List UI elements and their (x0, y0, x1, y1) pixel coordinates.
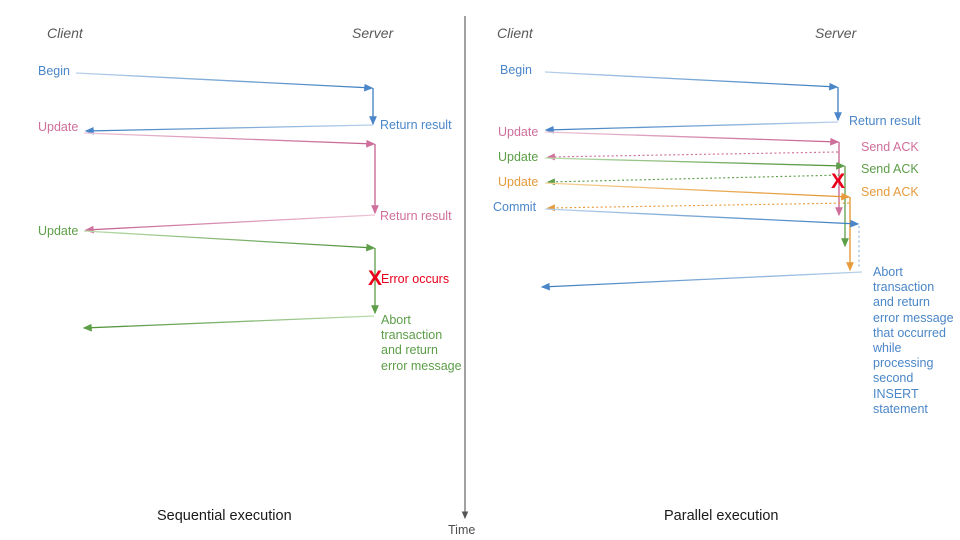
right-msg-ack-2: Send ACK (861, 162, 919, 176)
right-msg-return-result: Return result (849, 114, 921, 128)
right-msg-begin: Begin (500, 63, 532, 77)
right-msg-update-2: Update (498, 150, 539, 164)
right-arrow-begin (544, 71, 839, 91)
right-abort-note: Abort transaction and return error messa… (873, 265, 954, 416)
left-error-label: Error occurs (381, 272, 450, 286)
left-panel-flows (75, 72, 379, 332)
left-msg-return-2: Return result (380, 209, 452, 223)
right-arrow-abort (540, 271, 863, 291)
right-msg-update-1: Update (498, 125, 539, 139)
right-arrow-return (544, 121, 839, 134)
left-msg-update-2: Update (38, 224, 79, 238)
left-arrow-begin (75, 72, 374, 92)
left-abort-note: Abort transaction and return error messa… (381, 313, 462, 373)
right-arrow-update-2 (544, 157, 846, 170)
right-arrow-update-1 (544, 131, 840, 146)
left-msg-return-1: Return result (380, 118, 452, 132)
right-ack-1-dotted (546, 151, 839, 161)
right-msg-update-3: Update (498, 175, 539, 189)
left-msg-begin: Begin (38, 64, 70, 78)
right-actor-client: Client (497, 25, 533, 41)
right-panel-caption: Parallel execution (664, 508, 779, 524)
left-arrow-abort (82, 315, 375, 332)
left-actor-server: Server (352, 25, 394, 41)
left-panel-caption: Sequential execution (157, 508, 292, 524)
left-arrow-return-2 (84, 214, 376, 234)
left-msg-update-1: Update (38, 120, 79, 134)
right-msg-ack-1: Send ACK (861, 140, 919, 154)
left-arrow-update-2 (83, 230, 376, 252)
right-msg-commit: Commit (493, 200, 537, 214)
right-error-x-icon: X (831, 170, 846, 193)
left-error-x-icon: X (368, 267, 383, 290)
time-axis-label: Time (448, 523, 476, 537)
right-msg-ack-3: Send ACK (861, 185, 919, 199)
left-arrow-return-1 (84, 124, 374, 135)
right-arrow-commit (544, 208, 860, 228)
right-actor-server: Server (815, 25, 857, 41)
right-ack-2-dotted (546, 174, 845, 186)
right-arrow-update-3 (544, 182, 851, 201)
left-actor-client: Client (47, 25, 83, 41)
right-ack-3-dotted (546, 202, 850, 212)
left-arrow-update-1 (83, 132, 376, 148)
right-panel-flows (540, 71, 863, 291)
